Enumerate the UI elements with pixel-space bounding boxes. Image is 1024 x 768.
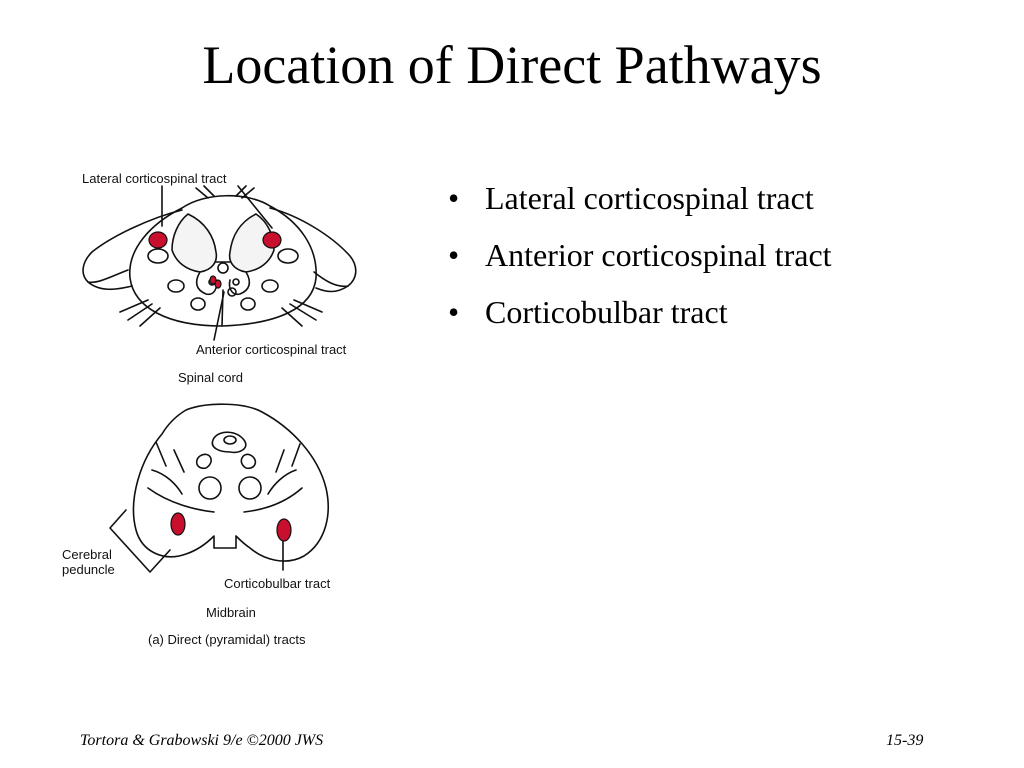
label-midbrain: Midbrain bbox=[206, 605, 256, 620]
label-cerebral-peduncle-line1: Cerebral bbox=[62, 547, 112, 562]
cerebral-peduncle-bracket bbox=[109, 509, 171, 573]
bullet-text: Corticobulbar tract bbox=[485, 294, 728, 330]
anterior-corticospinal-tract-left bbox=[209, 275, 217, 285]
slide-title: Location of Direct Pathways bbox=[202, 35, 822, 95]
corticobulbar-tract-left bbox=[170, 512, 186, 536]
footer-slide-number: 15-39 bbox=[886, 732, 924, 749]
midbrain-outline bbox=[132, 403, 329, 562]
bullet-marker: • bbox=[448, 237, 460, 273]
figure-caption: (a) Direct (pyramidal) tracts bbox=[148, 632, 306, 647]
label-corticobulbar-tract: Corticobulbar tract bbox=[224, 576, 331, 591]
bullet-list: • Lateral corticospinal tract • Anterior c… bbox=[448, 170, 832, 341]
bullet-text: Anterior corticospinal tract bbox=[485, 237, 832, 273]
bullet-marker: • bbox=[448, 294, 460, 330]
anterior-median-fissure bbox=[221, 289, 224, 327]
bullet-text: Lateral corticospinal tract bbox=[485, 180, 814, 216]
bullet-marker: • bbox=[448, 180, 460, 216]
spinal-cord-outline bbox=[129, 194, 317, 327]
anterior-corticospinal-tract-right bbox=[214, 279, 222, 289]
label-cerebral-peduncle-line2: peduncle bbox=[62, 562, 115, 577]
lateral-corticospinal-tract-left bbox=[148, 231, 168, 249]
label-spinal-cord: Spinal cord bbox=[178, 370, 244, 385]
spinal-cord-wing-left bbox=[82, 209, 183, 284]
label-anterior-corticospinal-tract: Anterior corticospinal tract bbox=[196, 342, 347, 357]
lateral-tract-pointer-right bbox=[237, 185, 273, 229]
spinal-cord-wing-right bbox=[269, 207, 357, 288]
bullet-item: • Corticobulbar tract bbox=[448, 284, 832, 341]
bullet-item: • Anterior corticospinal tract bbox=[448, 227, 832, 284]
bullet-item: • Lateral corticospinal tract bbox=[448, 170, 832, 227]
spinal-cord-diagram bbox=[82, 185, 357, 341]
footer-credit: Tortora & Grabowski 9/e ©2000 JWS bbox=[80, 732, 324, 749]
lateral-corticospinal-tract-right bbox=[262, 231, 282, 249]
label-lateral-corticospinal-tract: Lateral corticospinal tract bbox=[82, 171, 227, 186]
anterior-tract-pointer bbox=[213, 291, 225, 341]
corticobulbar-tract-right bbox=[276, 518, 292, 542]
grey-matter bbox=[171, 213, 218, 273]
midbrain-diagram bbox=[109, 403, 329, 573]
